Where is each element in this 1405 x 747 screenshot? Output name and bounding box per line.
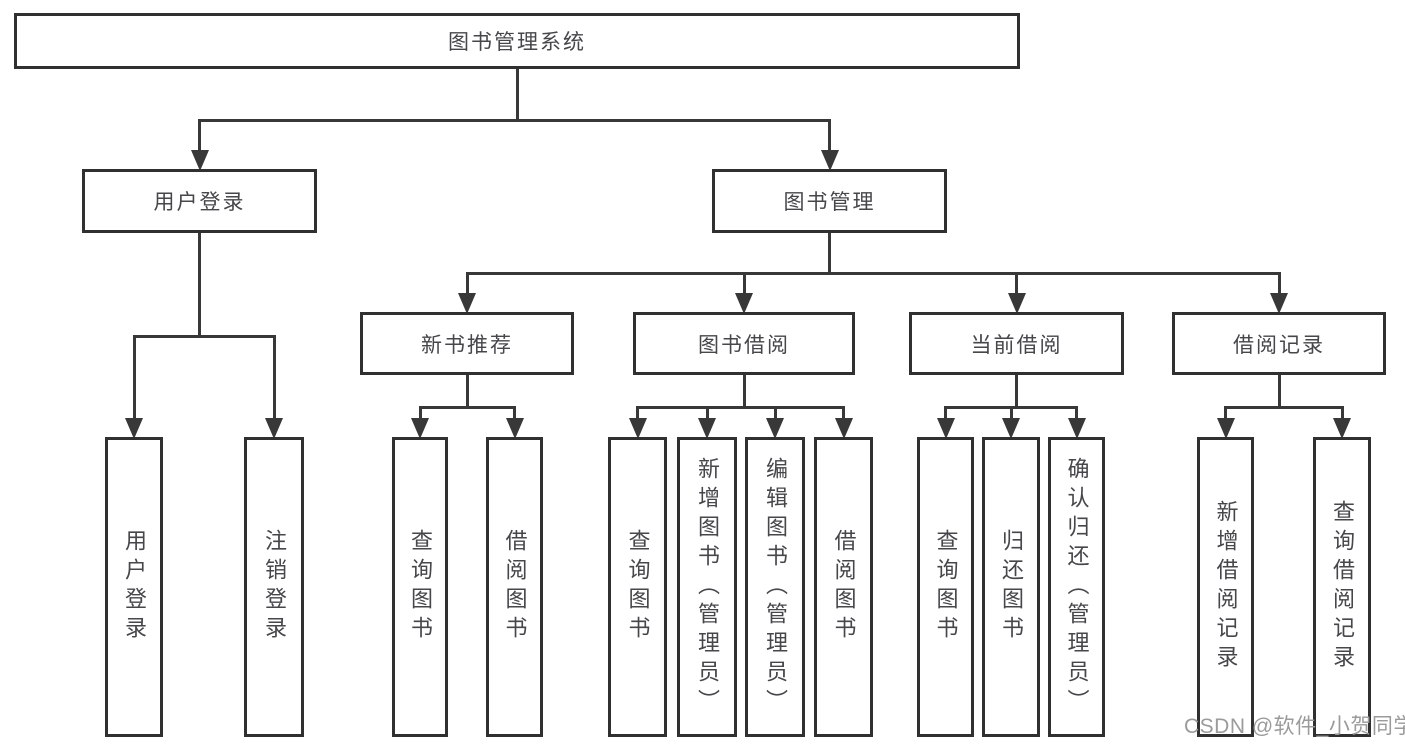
connector-line xyxy=(1277,272,1281,296)
connector-line xyxy=(132,335,136,421)
connector-line xyxy=(636,406,639,421)
connector-line xyxy=(198,119,831,122)
node-label: 当前借阅 xyxy=(970,333,1063,357)
connector-line xyxy=(418,406,516,409)
connector-line xyxy=(944,406,947,421)
arrow-down-icon xyxy=(698,418,716,439)
connector-line xyxy=(1009,406,1013,421)
node-label: 图书管理 xyxy=(783,191,876,214)
node-label: 注销登录 xyxy=(262,529,287,645)
node-label: 新书推荐 xyxy=(421,333,513,357)
node-label: 借阅图书 xyxy=(831,529,857,645)
node-current-borrowing: 当前借阅 xyxy=(909,312,1124,375)
arrow-down-icon xyxy=(834,418,853,439)
node-add-borrowing-record: 新增借阅记录 xyxy=(1197,437,1254,737)
connector-line xyxy=(515,67,519,122)
arrow-down-icon xyxy=(265,418,283,439)
node-confirm-return-admin: 确认归还（管理员） xyxy=(1048,437,1105,737)
connector-line xyxy=(465,373,469,409)
node-new-book-recommendation: 新书推荐 xyxy=(360,312,574,375)
watermark: CSDN @软件_小贺同学 xyxy=(1184,715,1405,738)
arrow-down-icon xyxy=(628,418,647,439)
node-logout-leaf: 注销登录 xyxy=(244,437,304,737)
node-label: 图书借阅 xyxy=(698,333,790,357)
connector-line xyxy=(1224,406,1227,421)
node-label: 编辑图书（管理员） xyxy=(763,456,788,718)
node-borrow-books-recommend: 借阅图书 xyxy=(486,437,543,737)
arrow-down-icon xyxy=(1333,418,1351,439)
arrow-down-icon xyxy=(505,418,524,439)
node-book-borrowing: 图书借阅 xyxy=(633,312,855,375)
connector-line xyxy=(828,119,831,153)
node-label: 查询借阅记录 xyxy=(1330,500,1355,674)
node-user-login: 用户登录 xyxy=(82,169,317,233)
node-query-books-recommend: 查询图书 xyxy=(392,437,448,737)
connector-line xyxy=(705,406,709,421)
arrow-down-icon xyxy=(125,418,143,439)
node-borrowing-records: 借阅记录 xyxy=(1172,312,1386,375)
node-library-management-system: 图书管理系统 xyxy=(14,13,1020,69)
node-edit-books-admin: 编辑图书（管理员） xyxy=(745,437,805,737)
node-label: 用户登录 xyxy=(122,529,147,645)
node-label: 查询图书 xyxy=(408,529,433,645)
node-query-books-current: 查询图书 xyxy=(917,437,974,737)
connector-line xyxy=(842,406,845,421)
arrow-down-icon xyxy=(190,150,209,171)
connector-line xyxy=(1224,406,1344,409)
node-borrow-books-borrowing: 借阅图书 xyxy=(814,437,873,737)
node-return-books: 归还图书 xyxy=(982,437,1040,737)
arrow-down-icon xyxy=(1270,293,1288,314)
node-add-books-admin: 新增图书（管理员） xyxy=(677,437,737,737)
connector-line xyxy=(773,406,777,421)
connector-line xyxy=(636,406,845,409)
connector-line xyxy=(1075,406,1078,421)
arrow-down-icon xyxy=(1216,418,1235,439)
connector-line xyxy=(272,335,276,421)
node-label: 确认归还（管理员） xyxy=(1064,456,1090,718)
node-query-borrowing-record: 查询借阅记录 xyxy=(1313,437,1371,737)
connector-line xyxy=(465,272,469,296)
arrow-down-icon xyxy=(1002,418,1020,439)
node-user-login-leaf: 用户登录 xyxy=(105,437,163,737)
node-label: 归还图书 xyxy=(999,529,1024,645)
node-label: 新增图书（管理员） xyxy=(695,456,720,718)
connector-line xyxy=(1015,373,1018,409)
connector-line xyxy=(465,272,1281,275)
connector-line xyxy=(132,335,276,338)
node-label: 用户登录 xyxy=(153,191,246,214)
arrow-down-icon xyxy=(936,418,955,439)
arrow-down-icon xyxy=(735,293,753,314)
connector-line xyxy=(742,272,746,296)
arrow-down-icon xyxy=(820,150,839,171)
node-label: 查询图书 xyxy=(625,529,651,645)
arrow-down-icon xyxy=(766,418,784,439)
connector-line xyxy=(513,406,516,421)
arrow-down-icon xyxy=(1067,418,1086,439)
connector-line xyxy=(198,119,201,153)
node-label: 借阅图书 xyxy=(502,529,528,645)
connector-line xyxy=(418,406,422,421)
node-label: 新增借阅记录 xyxy=(1213,500,1239,674)
node-label: 查询图书 xyxy=(933,529,959,645)
node-label: 图书管理系统 xyxy=(448,31,586,54)
connector-line xyxy=(198,231,201,338)
connector-line xyxy=(742,373,746,409)
connector-line xyxy=(1015,272,1018,296)
connector-line xyxy=(1340,406,1344,421)
arrow-down-icon xyxy=(1007,293,1026,314)
connector-line xyxy=(828,231,831,275)
node-query-books-borrowing: 查询图书 xyxy=(608,437,667,737)
connector-line xyxy=(1277,373,1281,409)
node-label: 借阅记录 xyxy=(1233,333,1325,357)
arrow-down-icon xyxy=(411,418,429,439)
node-book-management: 图书管理 xyxy=(712,169,947,233)
arrow-down-icon xyxy=(458,293,476,314)
